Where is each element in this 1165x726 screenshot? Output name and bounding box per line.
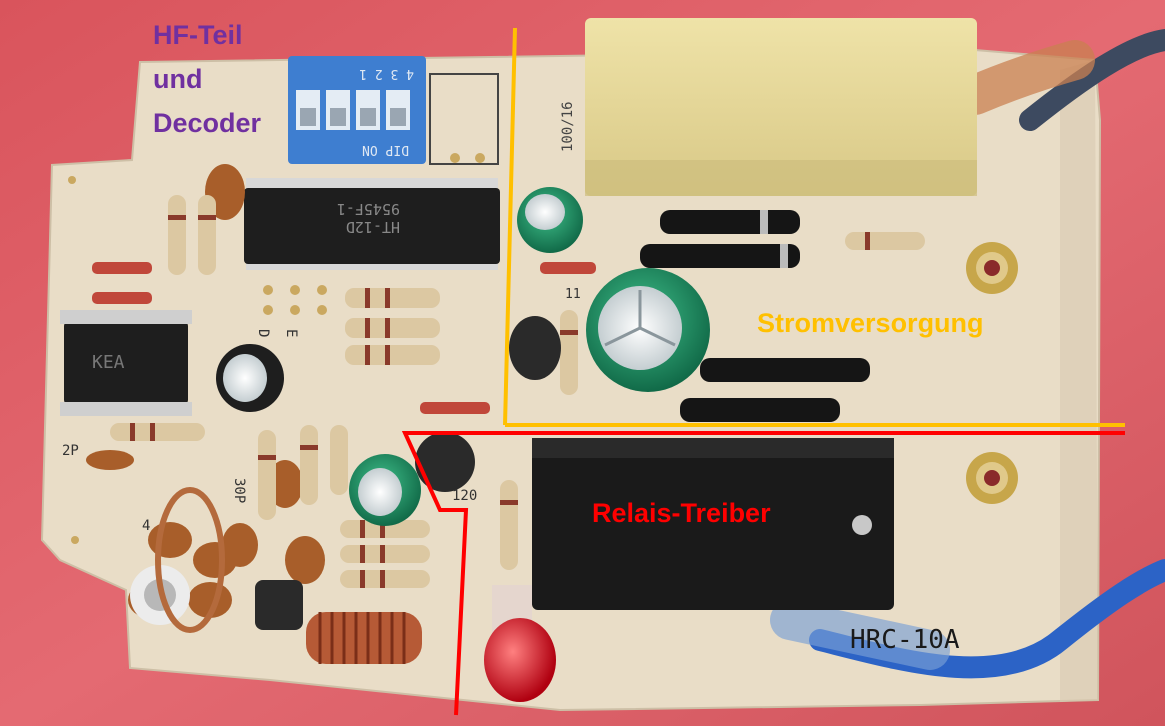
mounting-hole-bottom [966,452,1018,504]
dip-switch-numbers: 4 3 2 1 [359,66,414,81]
relay [532,438,894,610]
relay-label: Relais-Treiber [592,498,771,528]
power-diodes [640,210,870,422]
electrolytic-cap-small-top [517,187,583,253]
dip-switch-text: DIP ON [362,142,409,157]
ic-small-label: KEA [92,352,125,373]
small-ic: KEA [60,310,192,416]
silk-d: D [255,329,271,337]
ic-decoder-label: HT-12D [346,218,400,236]
silkscreen-box [429,73,499,165]
coil-antenna [155,487,225,633]
electrolytic-cap-large [586,268,710,392]
dip-switch: 4 3 2 1 DIP ON [288,56,426,164]
silk-4: 4 [142,518,150,534]
silk-120: 120 [452,488,477,504]
small-diodes [92,262,596,414]
ic-decoder-code: 9545F-1 [337,200,400,218]
silk-30p: 30P [231,478,247,503]
silk-11: 11 [565,287,581,302]
silk-2p: 2P [62,443,79,459]
resistors [110,195,925,588]
relay-marking: HRC-10A [850,625,960,655]
decoder-ic: HT-12D 9545F-1 [244,178,500,270]
mounting-hole-top [966,242,1018,294]
electrolytic-cap-black [216,344,284,412]
electrolytic-cap-bottom [349,454,421,526]
x2-capacitor [585,18,977,196]
silk-e: E [283,329,299,337]
power-label: Stromversorgung [757,308,984,338]
wire-top-right [1019,29,1165,131]
power-section-border [503,27,1125,427]
solder-pads [68,153,485,544]
relay-section-border [401,431,1125,716]
capacitor-marking: 100/16 [560,101,576,152]
hf-label-line1: HF-Teil [153,20,243,50]
red-led [484,585,556,702]
coil-inductor [306,612,422,664]
transistors [255,316,561,630]
hf-label-line2: und [153,64,202,94]
hf-label-line3: Decoder [153,108,262,138]
